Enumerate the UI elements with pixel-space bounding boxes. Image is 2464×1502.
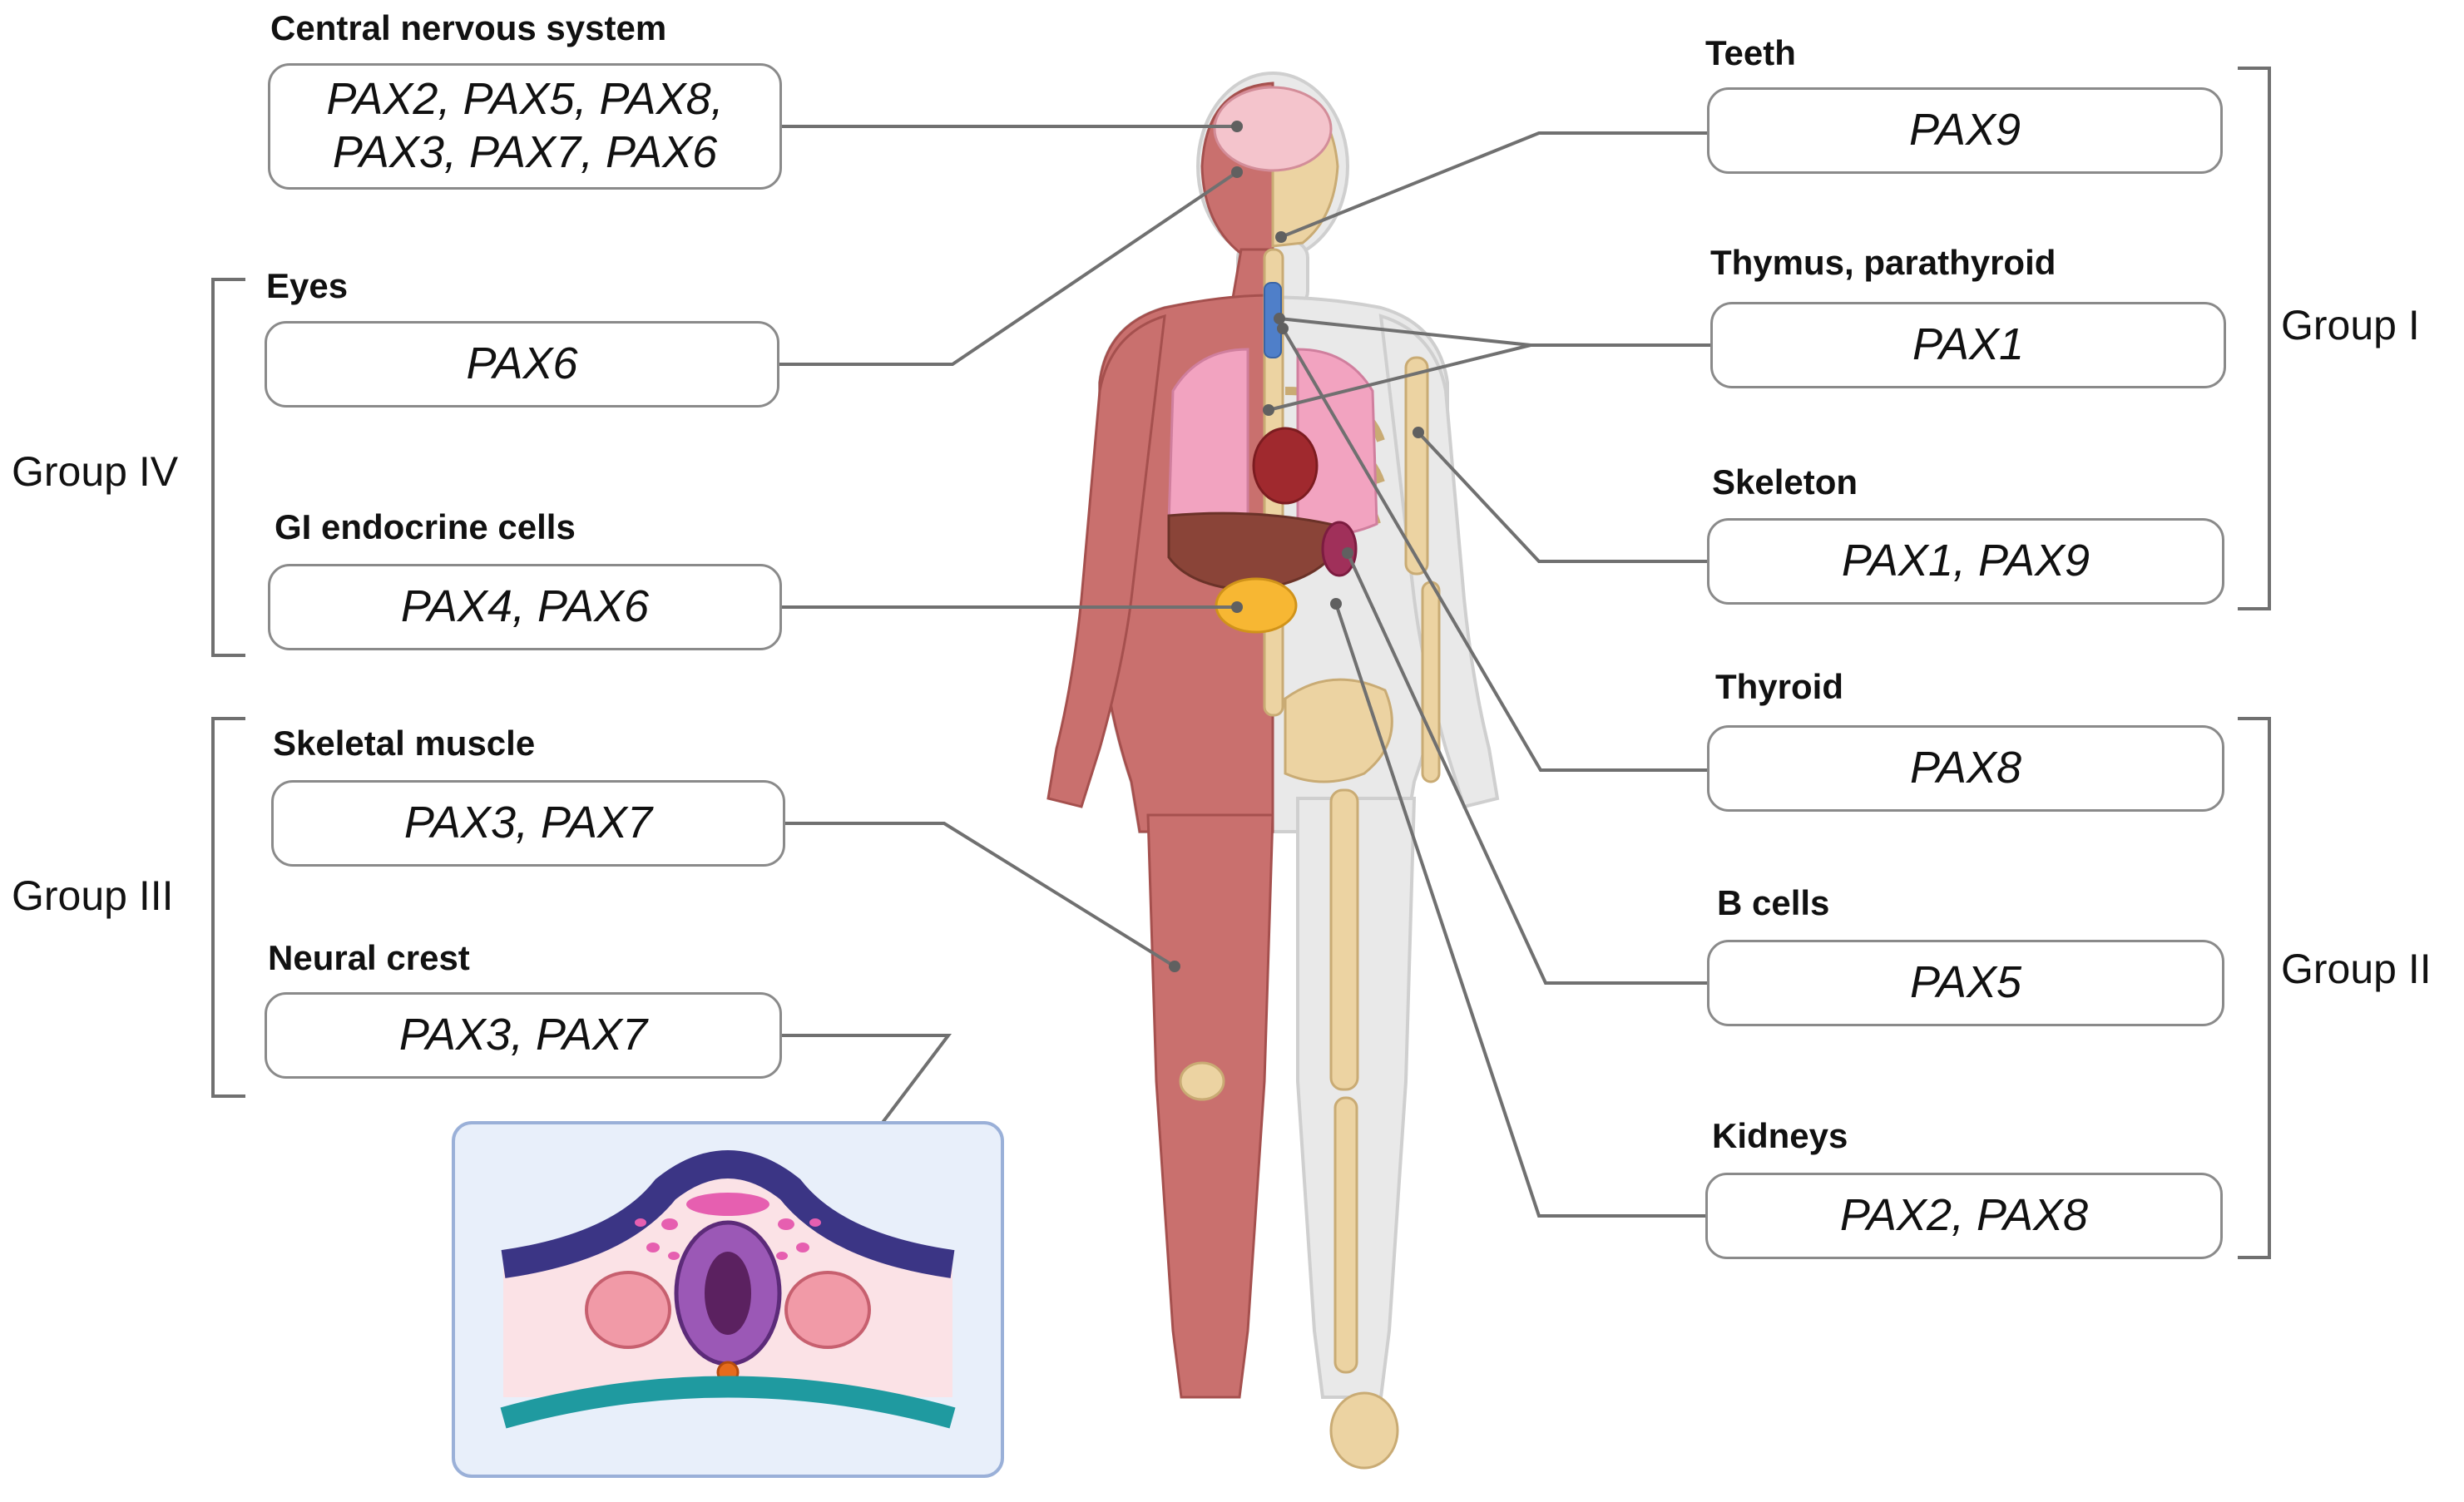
genes-cns-line2: PAX3, PAX7, PAX6 xyxy=(332,127,718,177)
brain xyxy=(1213,86,1333,172)
group-label-iii: Group III xyxy=(12,872,174,919)
label-eyes: Eyes xyxy=(266,266,349,305)
line-teeth xyxy=(1280,131,1707,239)
bracket-group-i xyxy=(2238,67,2271,610)
inset-somite-left xyxy=(585,1271,671,1349)
line-muscle xyxy=(785,822,1176,968)
line-thymus-b xyxy=(1268,343,1710,412)
genes-box-eyes: PAX6 xyxy=(265,321,779,408)
line-bcells xyxy=(1346,552,1707,985)
genes-box-thyroid: PAX8 xyxy=(1707,725,2224,812)
group-label-i: Group I xyxy=(2281,302,2420,348)
genes-box-teeth: PAX9 xyxy=(1707,87,2223,174)
genes-box-crest: PAX3, PAX7 xyxy=(265,992,782,1079)
muscle-half xyxy=(1046,82,1274,1399)
genes-box-muscle: PAX3, PAX7 xyxy=(271,780,785,867)
inset-neural-lumen xyxy=(705,1252,751,1335)
human-figure xyxy=(1046,72,1500,1470)
inset-somite-right xyxy=(784,1271,871,1349)
group-label-ii: Group II xyxy=(2281,946,2432,992)
label-thymus: Thymus, parathyroid xyxy=(1710,243,2056,282)
inset-ectoderm xyxy=(501,1150,955,1278)
line-thyroid xyxy=(1281,327,1707,772)
label-gi: GI endocrine cells xyxy=(275,507,576,546)
bracket-group-iii xyxy=(211,717,245,1098)
genes-box-skeleton: PAX1, PAX9 xyxy=(1707,518,2224,605)
connector-dots xyxy=(791,121,1424,1242)
genes-box-bcells: PAX5 xyxy=(1707,940,2224,1026)
group-label-iv: Group IV xyxy=(12,448,179,495)
label-bcells: B cells xyxy=(1717,883,1830,922)
connector-lines xyxy=(779,125,1710,1238)
line-kidneys xyxy=(1334,603,1707,1218)
inset-endoderm xyxy=(500,1376,956,1429)
inset-migrating-cells xyxy=(635,1218,821,1260)
bracket-group-ii xyxy=(2238,717,2271,1259)
label-muscle: Skeletal muscle xyxy=(273,724,536,763)
knee xyxy=(1179,1061,1225,1101)
genes-box-kidneys: PAX2, PAX8 xyxy=(1705,1173,2223,1259)
genes-box-gi: PAX4, PAX6 xyxy=(268,564,782,650)
kidney xyxy=(1321,521,1358,577)
line-eyes xyxy=(779,170,1239,366)
label-cns: Central nervous system xyxy=(270,8,667,47)
genes-cns-line1: PAX2, PAX5, PAX8, xyxy=(326,74,724,125)
group-brackets xyxy=(211,67,2271,1259)
lungs xyxy=(1167,348,1378,536)
genes-box-thymus: PAX1 xyxy=(1710,302,2226,388)
line-skeleton xyxy=(1417,431,1707,563)
heart xyxy=(1252,427,1319,505)
genes-box-cns: PAX2, PAX5, PAX8, PAX3, PAX7, PAX6 xyxy=(268,63,782,190)
label-teeth: Teeth xyxy=(1705,33,1796,72)
label-crest: Neural crest xyxy=(268,938,470,977)
bracket-group-iv xyxy=(211,278,245,657)
inset-crest-cells xyxy=(686,1193,769,1216)
neural-crest-inset xyxy=(452,1121,1004,1478)
label-skeleton: Skeleton xyxy=(1712,462,1858,501)
label-kidneys: Kidneys xyxy=(1712,1116,1848,1155)
label-thyroid: Thyroid xyxy=(1715,667,1843,706)
